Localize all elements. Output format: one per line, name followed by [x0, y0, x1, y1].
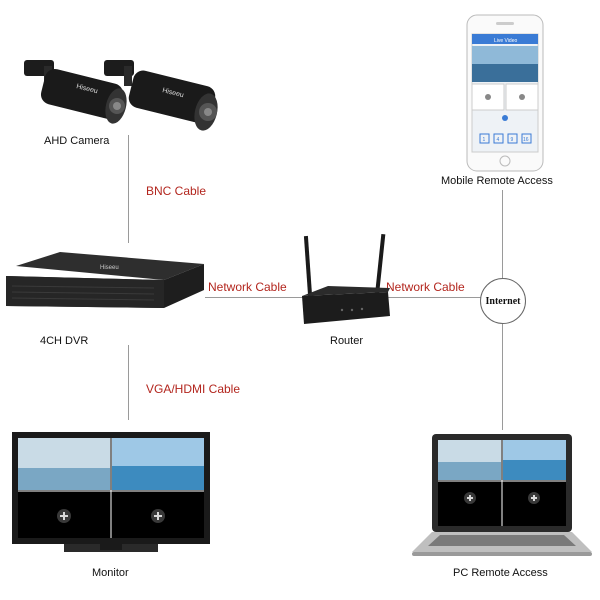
vga-hdmi-cable-label: VGA/HDMI Cable [146, 382, 241, 396]
ahd-camera-illustration: Hiseeu Hiseeu [24, 60, 218, 131]
phone-btn-9: 9 [511, 137, 514, 143]
internet-to-mobile-line [502, 190, 503, 278]
mobile-remote-access-label: Mobile Remote Access [441, 175, 553, 187]
laptop-illustration [412, 434, 592, 556]
monitor-illustration [12, 432, 210, 552]
dvr-label: 4CH DVR [40, 335, 89, 347]
camera-left: Hiseeu [24, 60, 127, 124]
pc-remote-access-label: PC Remote Access [453, 567, 548, 579]
internet-node: Internet [480, 278, 526, 324]
dvr-logo: Hiseeu [100, 265, 119, 271]
internet-to-pc-line [502, 322, 503, 430]
router-illustration [302, 233, 390, 324]
phone-title: Live Video [494, 38, 517, 44]
ahd-camera-label: AHD Camera [44, 135, 110, 147]
bnc-connector-line [128, 135, 129, 243]
router-label: Router [330, 335, 364, 347]
network-line-left [205, 297, 305, 298]
vga-connector-line [128, 345, 129, 420]
phone-btn-1: 1 [483, 137, 486, 143]
internet-label: Internet [485, 295, 521, 307]
plus-icon [57, 509, 71, 523]
monitor-label: Monitor [92, 567, 129, 579]
phone-view-buttons: 1 4 9 16 [479, 133, 532, 144]
network-line-right [385, 297, 481, 298]
phone-btn-4: 4 [497, 137, 500, 143]
plus-icon [151, 509, 165, 523]
camera-right: Hiseeu [104, 60, 218, 131]
phone-btn-16: 16 [523, 137, 529, 143]
dvr-illustration: Hiseeu [6, 252, 204, 308]
mobile-phone-illustration: Live Video 1 4 9 16 [466, 14, 544, 172]
network-cable-right-label: Network Cable [386, 280, 465, 294]
plus-icon [528, 492, 540, 504]
network-cable-left-label: Network Cable [208, 280, 287, 294]
plus-icon [464, 492, 476, 504]
bnc-cable-label: BNC Cable [146, 184, 207, 198]
